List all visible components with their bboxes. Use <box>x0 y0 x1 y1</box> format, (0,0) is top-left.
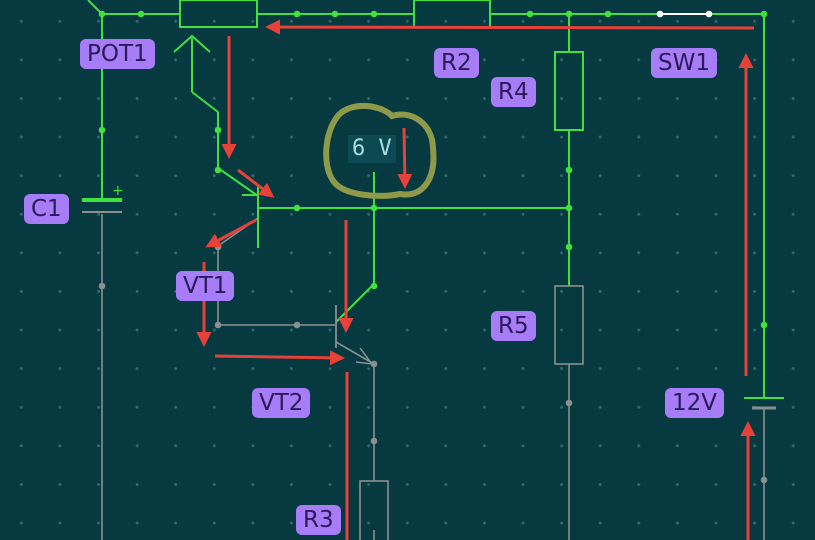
label-vt2: VT2 <box>252 388 311 418</box>
capacitor-c1[interactable]: + <box>82 183 124 213</box>
current-arrow <box>397 127 413 189</box>
current-arrow <box>237 168 275 198</box>
powered-nodes <box>98 10 768 329</box>
current-arrow <box>214 350 345 366</box>
label-battery-12v: 12V <box>665 388 725 418</box>
current-flow-arrows <box>196 19 756 540</box>
label-c1: C1 <box>24 194 69 224</box>
resistor-r4[interactable] <box>554 51 584 131</box>
potentiometer-pot1[interactable] <box>173 0 258 53</box>
resistor-r5[interactable] <box>554 285 584 365</box>
label-r5: R5 <box>491 311 536 341</box>
resistor-r3[interactable] <box>359 480 389 540</box>
resistor-r2[interactable] <box>413 0 491 28</box>
label-sw1: SW1 <box>651 48 717 78</box>
unpowered-wires <box>101 214 765 540</box>
label-r2: R2 <box>434 48 479 78</box>
battery-12v[interactable] <box>744 397 784 410</box>
label-r3: R3 <box>296 505 341 535</box>
current-arrow <box>205 218 257 248</box>
capacitor-polarity-mark: + <box>112 183 124 199</box>
label-pot1: POT1 <box>80 39 155 69</box>
label-r4: R4 <box>491 77 536 107</box>
switch-contacts <box>656 10 713 18</box>
measurement-highlight-circle <box>323 102 437 199</box>
transistor-vt1[interactable] <box>242 185 259 248</box>
voltage-readout: 6 V <box>348 135 396 163</box>
transistor-vt2[interactable] <box>335 305 374 365</box>
label-vt1: VT1 <box>176 271 235 301</box>
current-arrow <box>265 19 755 35</box>
